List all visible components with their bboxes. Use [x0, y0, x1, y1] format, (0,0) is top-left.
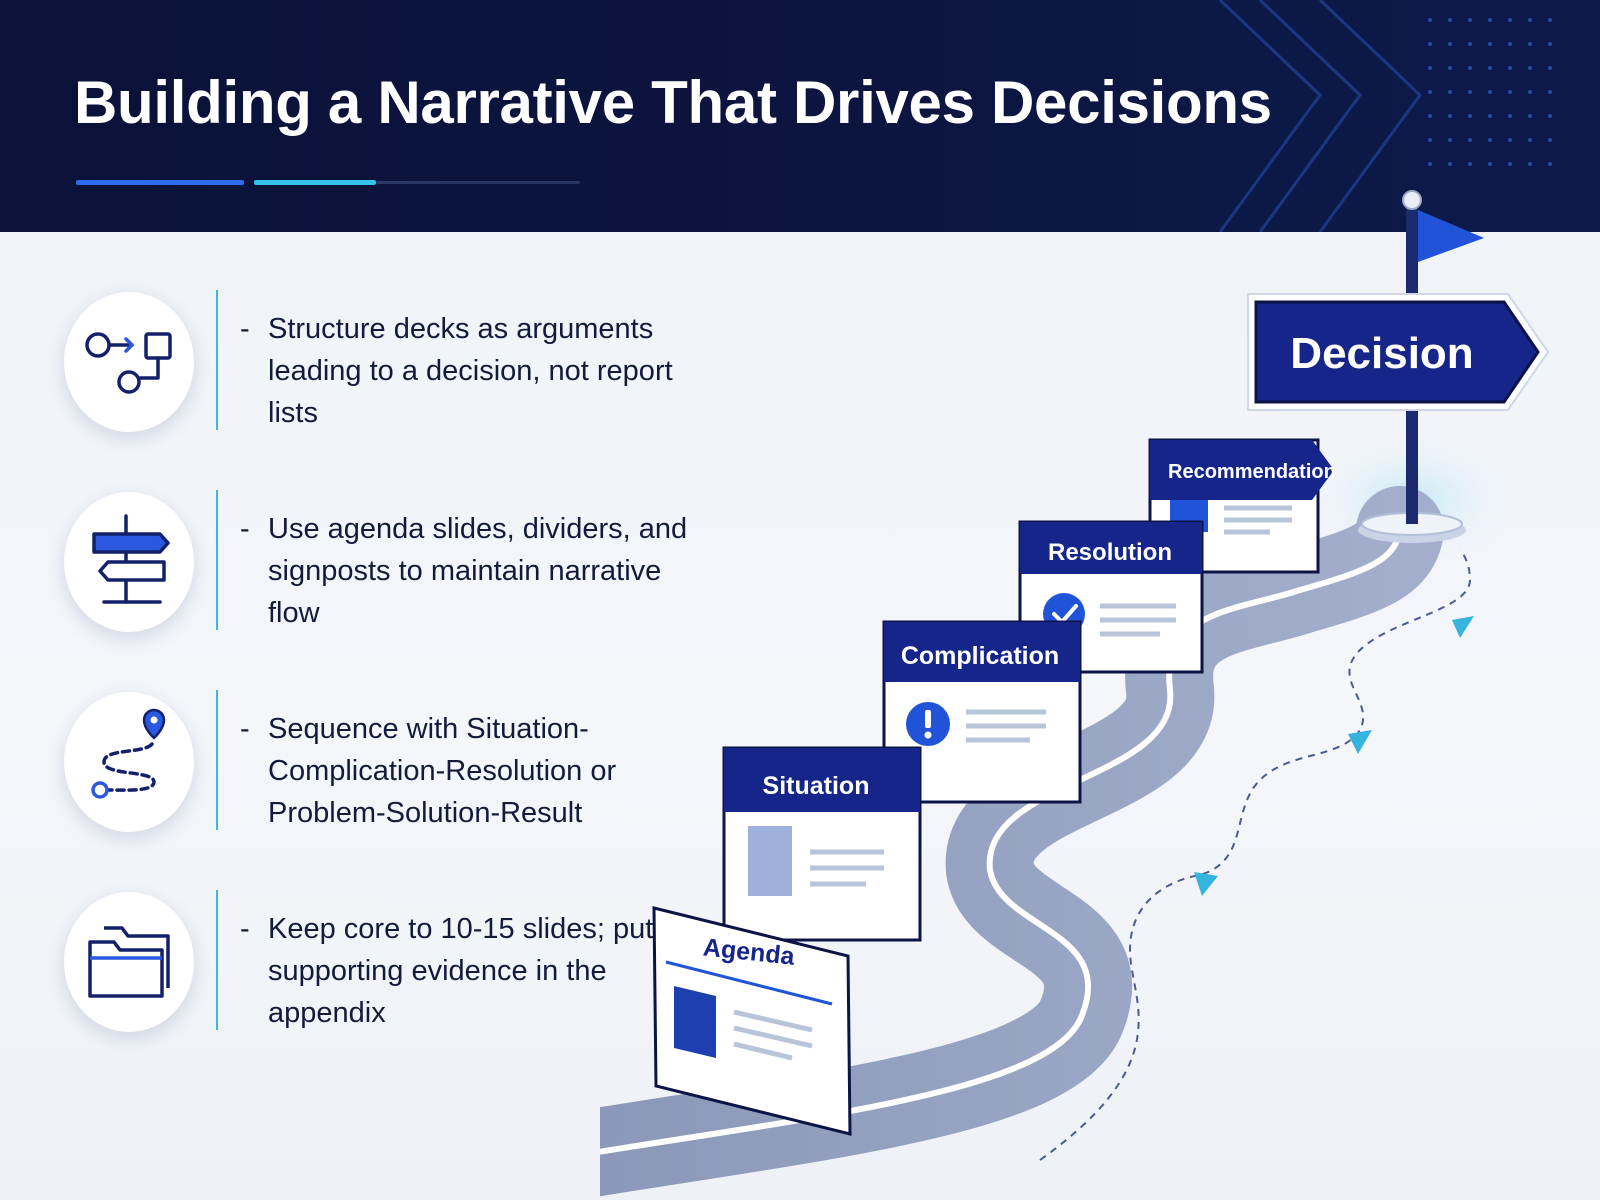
bullet-dash: - — [240, 713, 250, 745]
point-text: - Keep core to 10-15 slides; put support… — [240, 908, 710, 1034]
divider-line — [216, 890, 218, 1030]
decision-sign: Decision — [1247, 293, 1550, 411]
point-body: Use agenda slides, dividers, and signpos… — [268, 513, 688, 629]
narrative-roadmap: Decision Recommendation Resolution — [600, 180, 1600, 1200]
flag-icon — [1418, 210, 1484, 262]
arrow-icon — [1194, 872, 1218, 896]
point-body: Structure decks as arguments leading to … — [268, 313, 673, 429]
icon-badge — [64, 492, 194, 632]
arrow-icon — [1348, 730, 1372, 754]
point-body: Sequence with Situation-Complication-Res… — [268, 713, 617, 829]
divider-line — [216, 290, 218, 430]
point-text: - Sequence with Situation-Complication-R… — [240, 708, 710, 834]
image-placeholder — [674, 986, 716, 1058]
point-text: - Structure decks as arguments leading t… — [240, 308, 710, 434]
signpost-icon — [92, 514, 170, 604]
point-item-2: - Use agenda slides, dividers, and signp… — [0, 490, 720, 640]
bullet-dash: - — [240, 513, 250, 545]
stage-card-agenda: Agenda — [652, 906, 852, 1136]
point-item-4: - Keep core to 10-15 slides; put support… — [0, 890, 720, 1040]
stage-card-recommendation: Recommendation — [1148, 438, 1336, 574]
divider-line — [216, 690, 218, 830]
page-title: Building a Narrative That Drives Decisio… — [74, 69, 1272, 136]
point-item-3: - Sequence with Situation-Complication-R… — [0, 690, 720, 840]
stage-label: Complication — [901, 642, 1059, 670]
header-banner: Building a Narrative That Drives Decisio… — [0, 0, 1600, 232]
chevron-decoration — [1218, 0, 1552, 232]
point-body: Keep core to 10-15 slides; put supportin… — [268, 913, 654, 1029]
title-underline-cyan — [254, 180, 376, 185]
progress-dashed-path — [1039, 549, 1474, 1161]
title-underline-dark — [376, 181, 580, 184]
stage-label: Situation — [763, 772, 870, 800]
icon-badge — [64, 692, 194, 832]
point-item-1: - Structure decks as arguments leading t… — [0, 290, 720, 440]
point-text: - Use agenda slides, dividers, and signp… — [240, 508, 710, 634]
stage-card-resolution: Resolution — [1018, 520, 1204, 674]
title-underline-blue — [76, 180, 244, 185]
icon-badge — [64, 892, 194, 1032]
divider-line — [216, 490, 218, 630]
route-path-icon — [91, 708, 166, 799]
folder-icon — [88, 926, 170, 998]
bullet-dash: - — [240, 913, 250, 945]
image-placeholder — [748, 826, 792, 896]
flow-diagram-icon — [85, 332, 172, 394]
stage-label: Resolution — [1048, 539, 1172, 566]
stage-card-situation: Situation — [722, 746, 922, 942]
stage-label: Recommendation — [1168, 461, 1336, 483]
bullet-dash: - — [240, 313, 250, 345]
arrow-icon — [1452, 616, 1474, 638]
roadmap-svg: Decision Recommendation Resolution — [600, 190, 1550, 1197]
decision-label: Decision — [1290, 329, 1473, 378]
icon-badge — [64, 292, 194, 432]
